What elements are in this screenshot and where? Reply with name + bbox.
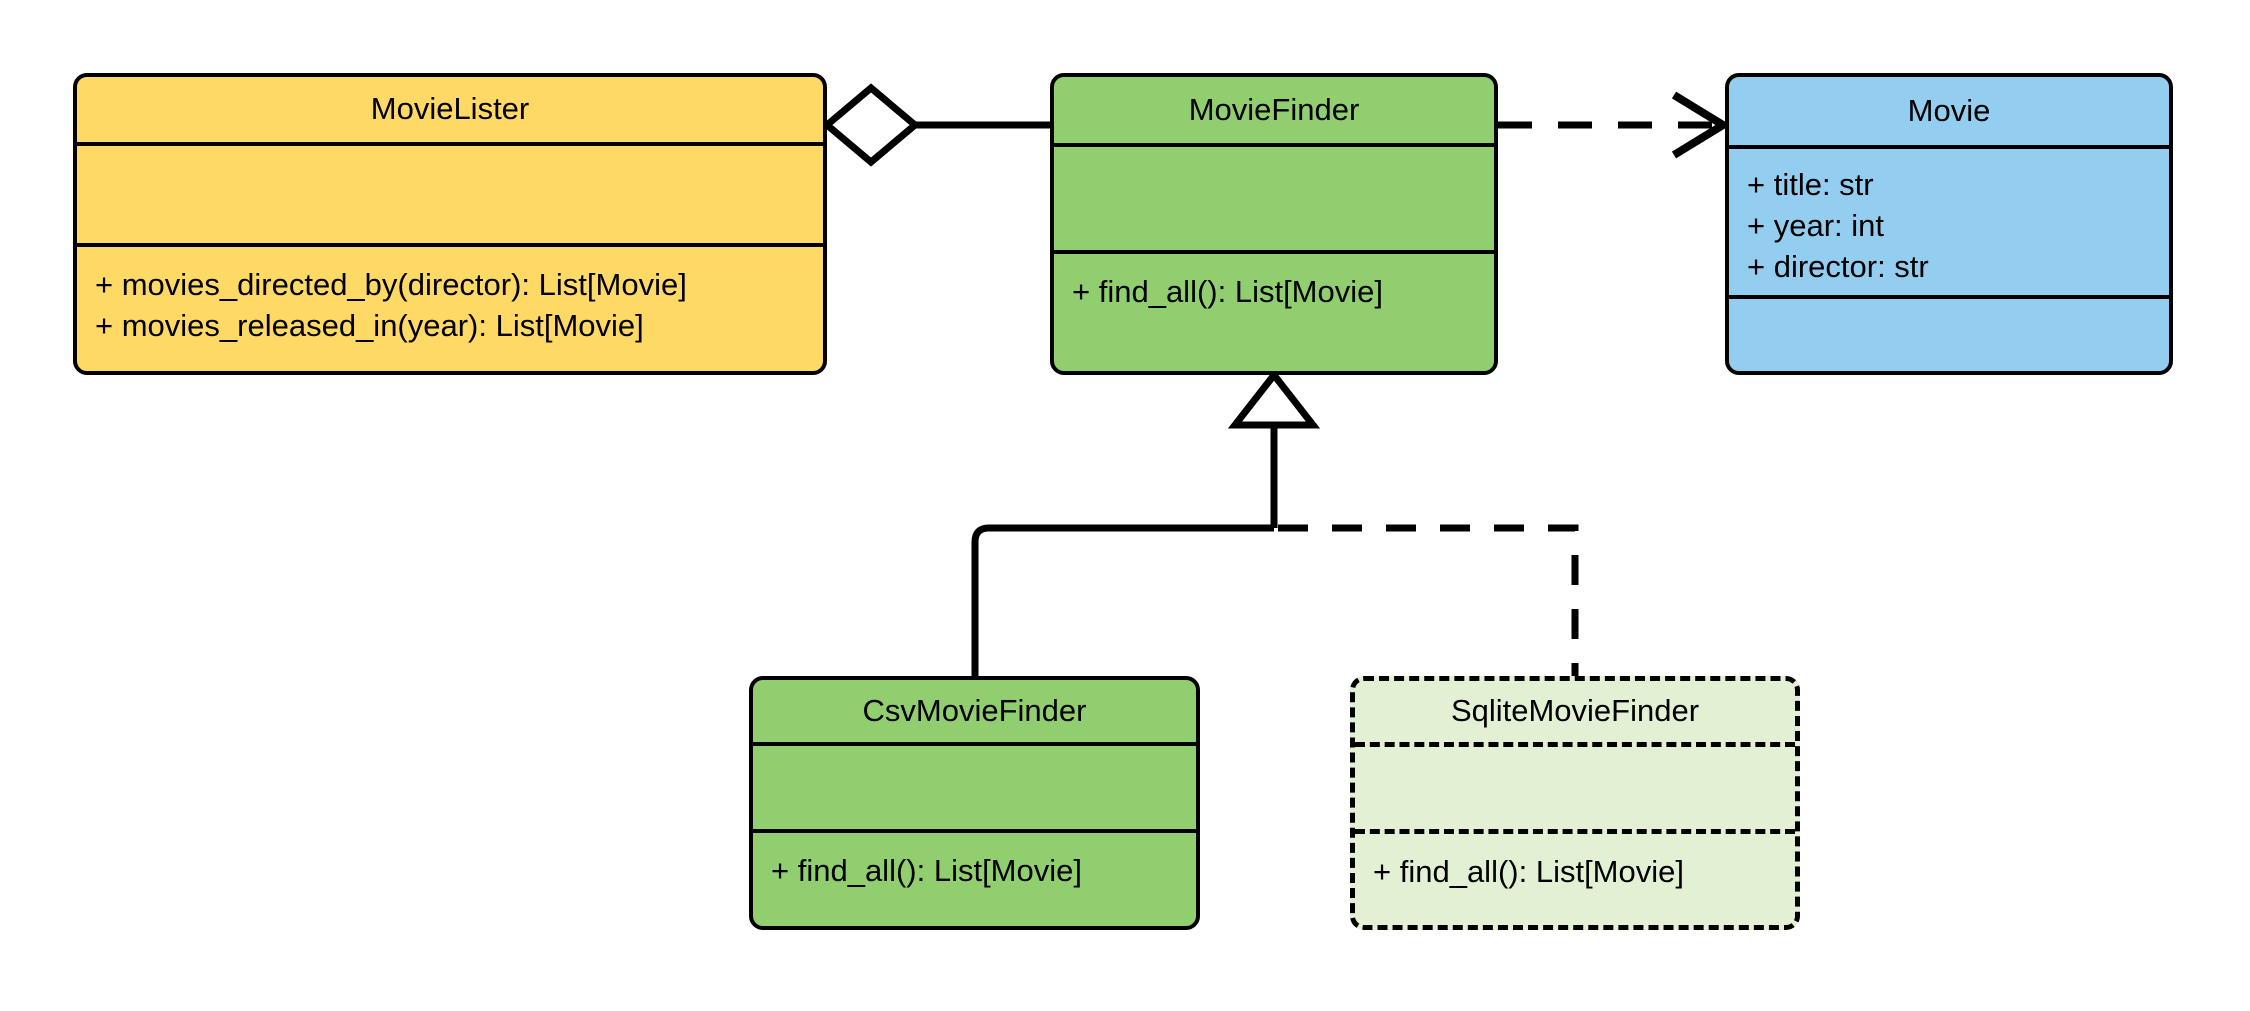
edge-dependency-finder-movie bbox=[1498, 91, 1731, 159]
class-attributes-sqlite-movie-finder bbox=[1355, 747, 1795, 834]
generalization-line-csv bbox=[971, 524, 1274, 676]
class-box-movie[interactable]: Movie + title: str + year: int + director: … bbox=[1725, 73, 2173, 375]
class-name-movie-lister: MovieLister bbox=[77, 77, 823, 146]
class-attributes-movie: + title: str + year: int + director: str bbox=[1729, 149, 2169, 299]
class-box-movie-lister[interactable]: MovieLister + movies_directed_by(director… bbox=[73, 73, 827, 375]
open-arrow-icon bbox=[1671, 91, 1731, 159]
operation-line: + find_all(): List[Movie] bbox=[771, 853, 1082, 888]
class-box-sqlite-movie-finder[interactable]: SqliteMovieFinder + find_all(): List[Movi… bbox=[1350, 676, 1800, 930]
class-attributes-csv-movie-finder bbox=[753, 746, 1196, 833]
class-attributes-movie-finder bbox=[1054, 147, 1494, 254]
class-operations-movie-finder: + find_all(): List[Movie] bbox=[1054, 254, 1494, 371]
operation-line: + movies_directed_by(director): List[Mov… bbox=[95, 267, 687, 302]
class-operations-csv-movie-finder: + find_all(): List[Movie] bbox=[753, 833, 1196, 926]
operation-line: + find_all(): List[Movie] bbox=[1373, 854, 1684, 889]
edge-inheritance-tree bbox=[971, 369, 1579, 676]
attribute-line: + director: str bbox=[1747, 248, 1929, 284]
class-operations-movie-lister: + movies_directed_by(director): List[Mov… bbox=[77, 247, 823, 371]
realization-line-sqlite bbox=[1278, 524, 1579, 676]
class-name-movie-finder: MovieFinder bbox=[1054, 77, 1494, 147]
class-name-sqlite-movie-finder: SqliteMovieFinder bbox=[1355, 681, 1795, 747]
hollow-triangle-icon bbox=[1227, 369, 1321, 429]
class-box-movie-finder[interactable]: MovieFinder + find_all(): List[Movie] bbox=[1050, 73, 1498, 375]
operation-line: + find_all(): List[Movie] bbox=[1072, 274, 1383, 309]
class-attributes-movie-lister bbox=[77, 146, 823, 247]
class-box-csv-movie-finder[interactable]: CsvMovieFinder + find_all(): List[Movie] bbox=[749, 676, 1200, 930]
class-name-csv-movie-finder: CsvMovieFinder bbox=[753, 680, 1196, 746]
edge-aggregation-lister-finder bbox=[821, 83, 1050, 167]
class-operations-sqlite-movie-finder: + find_all(): List[Movie] bbox=[1355, 834, 1795, 925]
hollow-diamond-icon bbox=[821, 83, 921, 167]
operation-line: + movies_released_in(year): List[Movie] bbox=[95, 307, 644, 343]
class-operations-movie bbox=[1729, 299, 2169, 371]
attribute-line: + year: int bbox=[1747, 207, 1884, 243]
attribute-line: + title: str bbox=[1747, 167, 1874, 202]
class-name-movie: Movie bbox=[1729, 77, 2169, 149]
